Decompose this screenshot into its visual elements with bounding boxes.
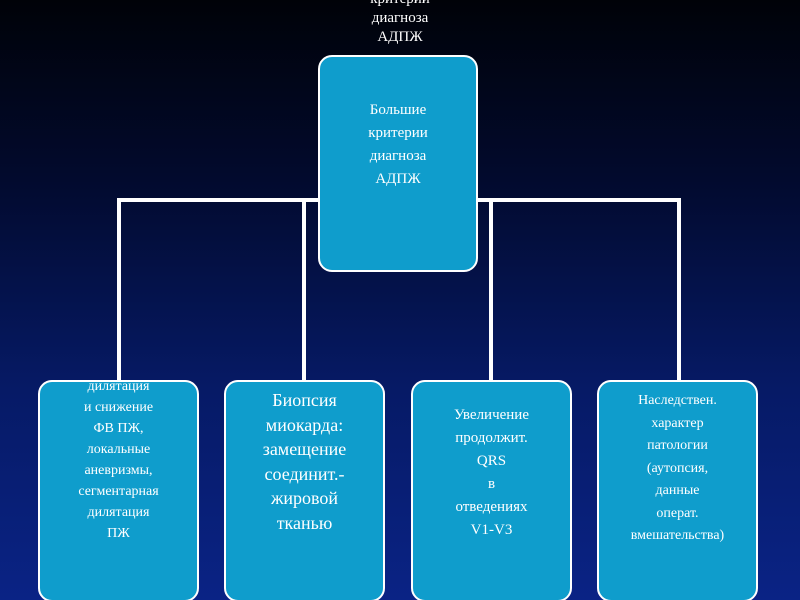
- criterion-box-hereditary: Наследствен. характер патологии (аутопси…: [597, 380, 758, 600]
- criterion-box-dilatation: дилятация и снижение ФВ ПЖ, локальные ан…: [38, 380, 199, 600]
- criterion-label-qrs: Увеличение продолжит. QRS в отведениях V…: [453, 407, 529, 538]
- connector-drop-2: [302, 198, 306, 382]
- diagram-title-overflow: критерии диагноза АДПЖ: [370, 0, 430, 45]
- criterion-box-biopsy: Биопсия миокарда: замещение соединит.- ж…: [224, 380, 385, 600]
- criterion-label-hereditary: Наследствен. характер патологии (аутопси…: [630, 393, 725, 543]
- connector-drop-3: [489, 198, 493, 382]
- main-criteria-box: Большие критерии диагноза АДПЖ: [318, 55, 478, 272]
- criterion-label-dilatation: дилятация и снижение ФВ ПЖ, локальные ан…: [78, 380, 159, 541]
- connector-drop-4: [677, 198, 681, 382]
- connector-drop-1: [117, 198, 121, 382]
- criterion-box-qrs: Увеличение продолжит. QRS в отведениях V…: [411, 380, 572, 600]
- criterion-label-biopsy: Биопсия миокарда: замещение соединит.- ж…: [262, 390, 347, 533]
- main-criteria-label: Большие критерии диагноза АДПЖ: [368, 102, 428, 187]
